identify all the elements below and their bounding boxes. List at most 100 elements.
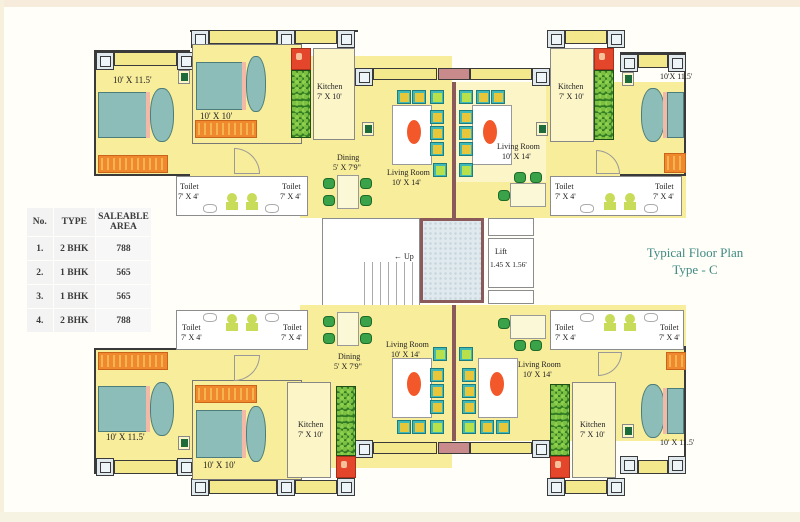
planter <box>336 386 356 456</box>
row-no: 2. <box>27 261 53 284</box>
wardrobe <box>666 352 686 370</box>
sofa-seat <box>476 90 490 104</box>
window <box>96 52 114 70</box>
unit-3-toilet-b-size: 7' X 4' <box>659 333 680 342</box>
chair <box>498 190 510 201</box>
coffee-table <box>483 120 497 144</box>
bed <box>98 386 150 432</box>
unit-1-living-name: Living Room <box>387 168 430 177</box>
unit-4-bedroom1-size: 10' X 11.5' <box>106 432 145 442</box>
window-strip <box>470 68 532 80</box>
bed-pillow <box>146 386 150 432</box>
stove <box>550 456 570 478</box>
window <box>620 456 638 474</box>
header-no: No. <box>27 208 53 236</box>
sofa-seat <box>430 400 444 414</box>
sofa-seat <box>462 384 476 398</box>
sofa-seat <box>462 400 476 414</box>
chair <box>323 333 335 344</box>
sink <box>644 204 658 213</box>
stove <box>336 456 356 478</box>
unit-2-toilet-a-name: Toilet <box>555 182 574 191</box>
chair <box>530 172 542 183</box>
party-wall-top <box>452 82 456 218</box>
toilet-fixture <box>226 193 238 211</box>
window-strip <box>565 480 607 494</box>
bed-pillow <box>242 410 246 458</box>
unit-4-dining-name: Dining <box>338 352 361 361</box>
tv-unit <box>178 436 190 450</box>
bed <box>667 92 684 138</box>
stove <box>594 48 614 70</box>
bed <box>196 410 244 458</box>
plan-title-line2: Type - C <box>672 262 718 277</box>
sofa-seat <box>430 90 444 104</box>
sink <box>203 204 217 213</box>
header-area-line2: AREA <box>109 222 137 232</box>
window <box>355 68 373 86</box>
table-header-row: No. TYPE SALEABLE AREA <box>27 208 151 236</box>
unit-2-living-name: Living Room <box>497 142 540 151</box>
chair <box>360 178 372 189</box>
unit-2-kitchen-size: 7' X 10' <box>559 92 584 101</box>
window-strip <box>209 30 277 44</box>
window-strip <box>373 442 437 454</box>
unit-3-kitchen-name: Kitchen <box>580 420 606 429</box>
header-area-line1: SALEABLE <box>98 212 149 222</box>
bed <box>98 92 150 138</box>
unit-2-kitchen <box>550 48 594 142</box>
sofa-seat <box>430 142 444 156</box>
header-area: SALEABLE AREA <box>95 208 151 236</box>
dining-table <box>510 183 546 207</box>
wardrobe <box>98 352 168 370</box>
sofa-seat <box>397 420 411 434</box>
unit-2-living-size: 10' X 14' <box>502 152 531 161</box>
chair <box>514 340 526 351</box>
sofa-seat <box>459 347 473 361</box>
unit-4-living-size: 10' X 14' <box>391 350 420 359</box>
tv-unit <box>622 72 634 86</box>
unit-1-toilet-a-size: 7' X 4' <box>178 192 199 201</box>
sofa-seat <box>496 420 510 434</box>
window <box>532 440 550 458</box>
unit-4-toilets <box>176 310 308 350</box>
unit-2-toilet-b-name: Toilet <box>655 182 674 191</box>
unit-2-toilets <box>550 176 682 216</box>
unit-1-living-size: 10' X 14' <box>392 178 421 187</box>
table-row: 1. 2 BHK 788 <box>27 237 151 260</box>
sink <box>644 313 658 322</box>
unit-1-toilet-b-size: 7' X 4' <box>280 192 301 201</box>
unit-3-toilet-b-name: Toilet <box>660 323 679 332</box>
page-edge-bottom <box>0 512 800 522</box>
row-no: 3. <box>27 285 53 308</box>
toilet-fixture <box>226 314 238 332</box>
wardrobe <box>195 120 257 138</box>
sofa-seat <box>462 368 476 382</box>
window <box>607 30 625 48</box>
wardrobe <box>195 385 257 403</box>
sofa-seat <box>430 126 444 140</box>
lift-machine-top <box>488 218 534 236</box>
coffee-table <box>407 120 421 144</box>
lift-name: Lift <box>495 247 507 256</box>
stair-treads <box>364 262 418 308</box>
window-strip <box>114 460 177 474</box>
unit-3-living-name: Living Room <box>518 360 561 369</box>
window <box>191 478 209 496</box>
row-area: 565 <box>95 261 151 284</box>
sofa-seat <box>430 384 444 398</box>
chair <box>514 172 526 183</box>
saleable-area-table: No. TYPE SALEABLE AREA 1. 2 BHK 788 2. 1… <box>27 208 151 332</box>
window-strip <box>470 442 532 454</box>
tv-unit <box>178 70 190 84</box>
unit-3-toilet-a-name: Toilet <box>555 323 574 332</box>
sofa-seat <box>430 368 444 382</box>
unit-3-toilets <box>550 310 684 350</box>
sink <box>580 204 594 213</box>
plan-title-line1: Typical Floor Plan <box>646 245 744 260</box>
planter <box>550 384 570 456</box>
toilet-fixture <box>246 314 258 332</box>
window <box>177 458 195 476</box>
bed-pillow <box>242 62 246 110</box>
bed-headboard <box>641 384 665 438</box>
